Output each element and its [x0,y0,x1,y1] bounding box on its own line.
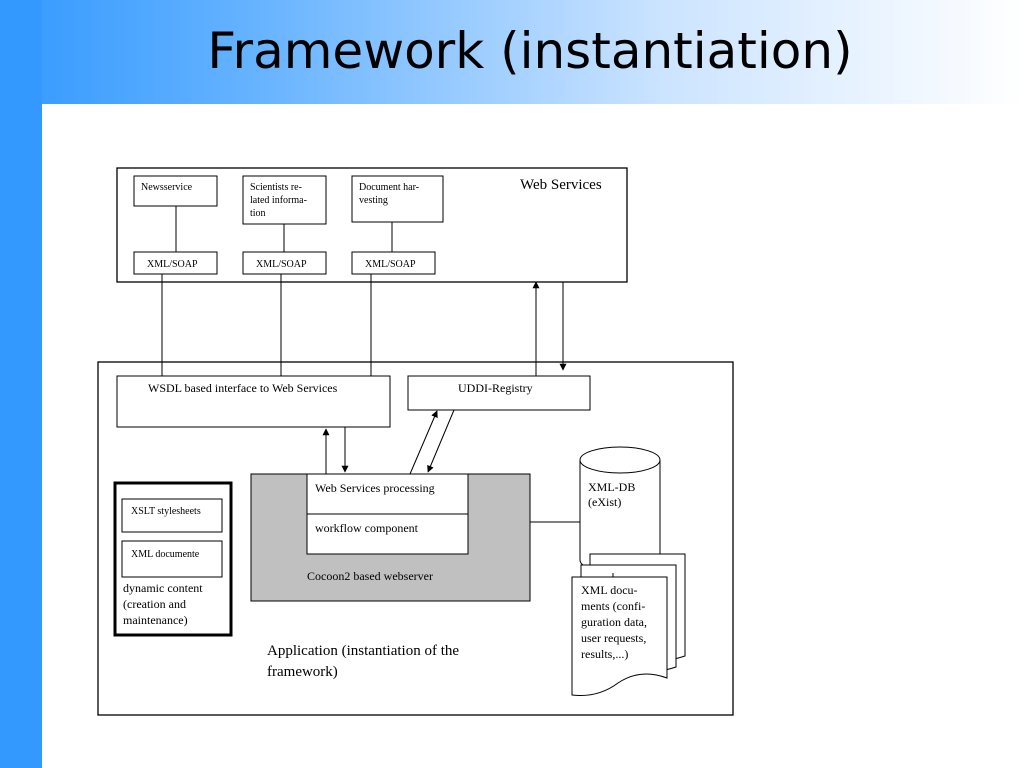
dynamic-content-caption-line2: (creation and [123,597,186,611]
service-label-line2: vesting [359,195,388,206]
wsdl-processing-arrows [322,427,349,474]
service-label-line2: lated informa- [250,195,307,206]
xml-documents-line5: results,...) [581,647,628,661]
wsdl-interface-box: WSDL based interface to Web Services [116,375,391,428]
uddi-registry-box: UDDI-Registry [407,375,591,411]
dynamic-content-caption-line1: dynamic content [123,581,203,595]
dynamic-content-box: XSLT stylesheets XML documente dynamic c… [113,481,233,637]
ws-processing-label: Web Services processing [315,481,435,495]
xml-soap-box [351,251,436,275]
xml-soap-label: XML/SOAP [256,259,307,270]
service-newsservice: Newsservice XML/SOAP [133,175,218,275]
left-sidebar-stripe [0,0,42,768]
xml-soap-label: XML/SOAP [147,259,198,270]
xml-db-cylinder: XML-DB (eXist) [579,446,661,574]
wsdl-interface-label: WSDL based interface to Web Services [148,381,338,395]
service-scientists: Scientists re- lated informa- tion XML/S… [242,175,327,275]
xml-db-label-line1: XML-DB [588,480,635,494]
xml-soap-box [242,251,327,275]
uddi-registry-label: UDDI-Registry [458,381,533,395]
slide-title: Framework (instantiation) [207,22,853,80]
xml-soap-label: XML/SOAP [365,259,416,270]
uddi-processing-arrows [409,409,455,475]
xml-documents-line3: guration data, [581,615,647,629]
xml-documente-box [121,540,223,578]
xml-documents-line4: user requests, [581,631,646,645]
uddi-webservices-arrows [532,281,567,376]
service-label: Newsservice [141,182,193,193]
xml-documente-label: XML documente [131,549,200,560]
web-services-label: Web Services [520,177,602,193]
soap-wsdl-connectors [161,274,372,376]
service-label-line3: tion [250,208,266,219]
service-document-harvesting: Document har- vesting XML/SOAP [351,175,444,275]
service-label-line1: Document har- [359,182,419,193]
title-bar-background [0,0,1024,104]
webserver-label: Cocoon2 based webserver [307,569,433,583]
xml-documents-line2: ments (confi- [581,599,645,613]
service-label-line1: Scientists re- [250,182,302,193]
xml-soap-box [133,251,218,275]
application-label-line2: framework) [267,664,338,680]
xslt-stylesheets-box [121,498,223,533]
xml-documents-line1: XML docu- [581,583,638,597]
workflow-label: workflow component [315,521,419,535]
application-label-line1: Application (instantiation of the [267,643,459,659]
xml-documents-stack: XML docu- ments (confi- guration data, u… [571,553,686,696]
dynamic-content-caption-line3: maintenance) [123,613,188,627]
cocoon-webserver-box: Cocoon2 based webserver Web Services pro… [250,473,531,602]
xml-db-label-line2: (eXist) [588,495,621,509]
xslt-stylesheets-label: XSLT stylesheets [131,506,201,517]
